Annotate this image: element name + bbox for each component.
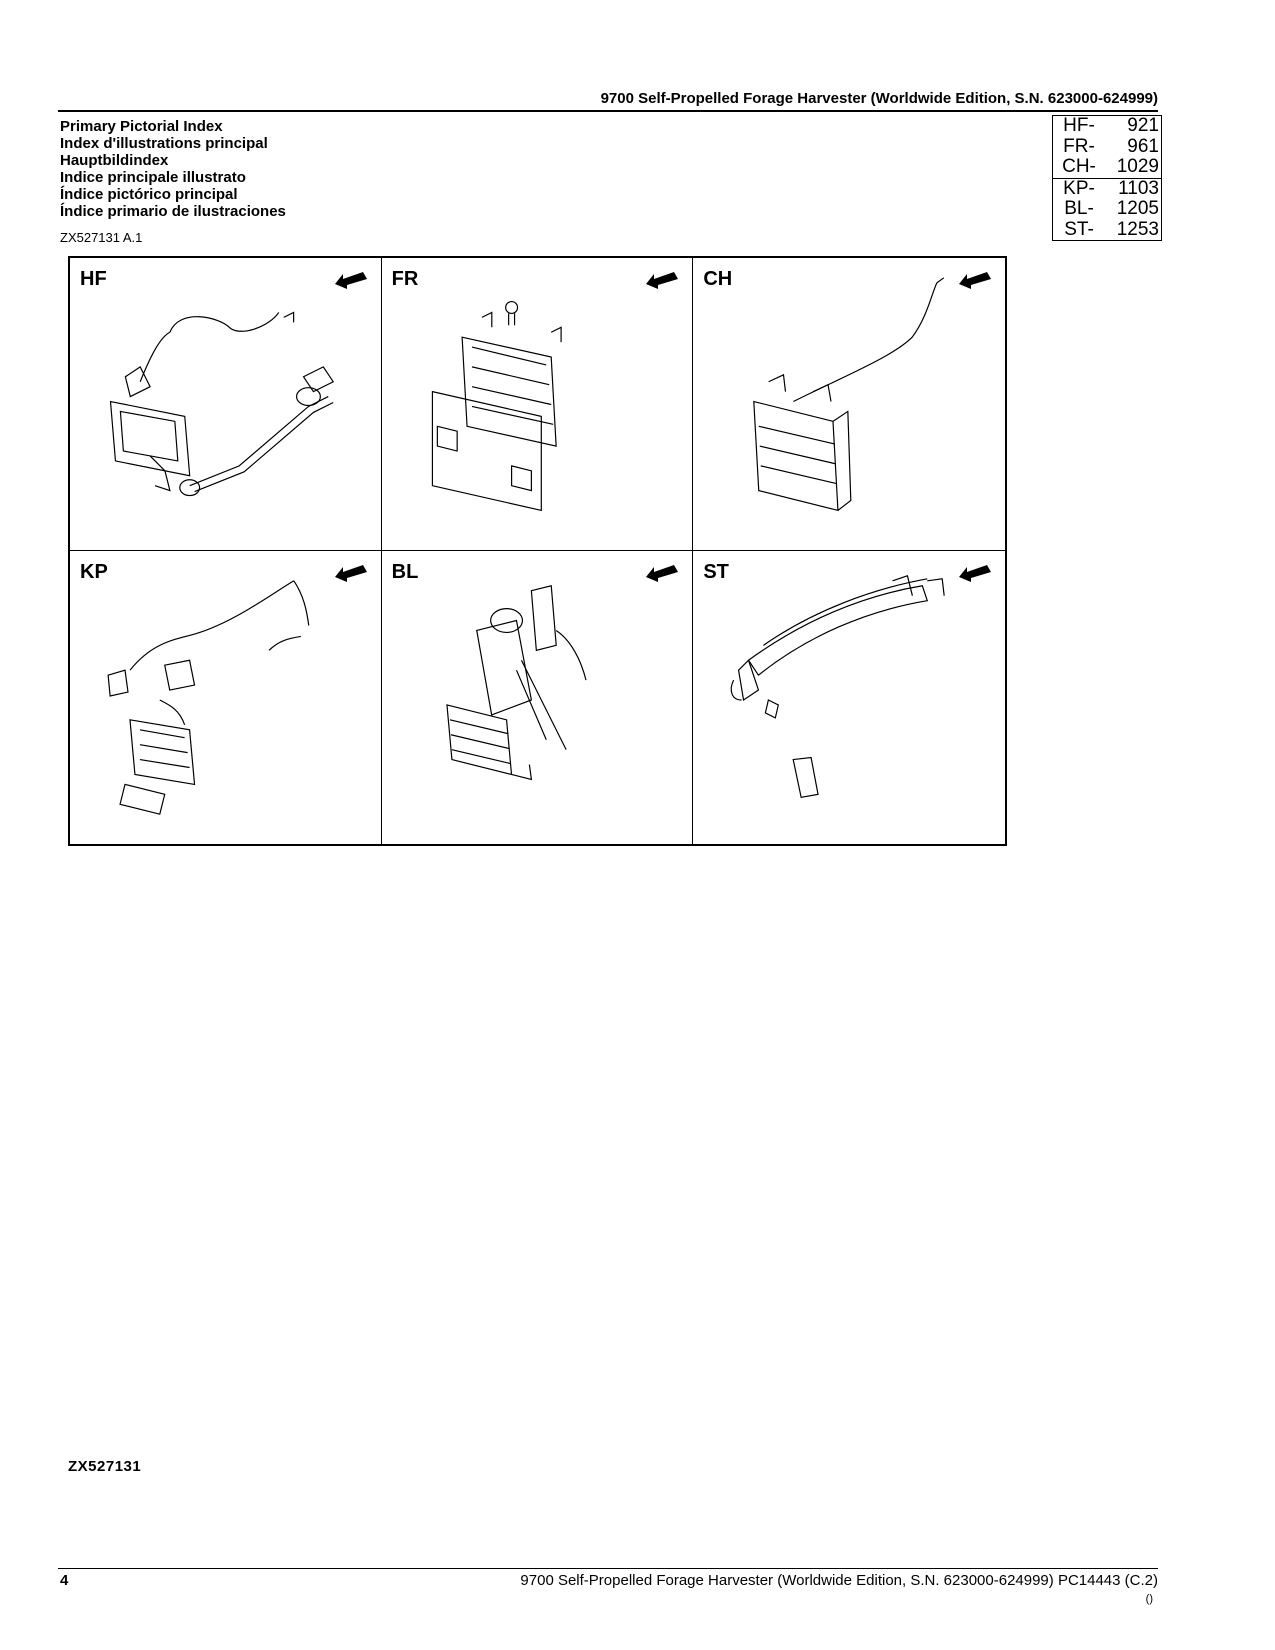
spout-illustration <box>731 575 946 799</box>
index-row-bl[interactable]: BL- 1205 <box>1055 199 1159 220</box>
cell-label: KP <box>80 561 108 583</box>
title-de: Hauptbildindex <box>60 152 169 169</box>
arrow-icon[interactable] <box>957 270 993 290</box>
footer-divider <box>58 1568 1158 1569</box>
index-row-ch[interactable]: CH- 1029 <box>1055 157 1159 178</box>
title-en: Primary Pictorial Index <box>60 118 223 135</box>
index-row-kp[interactable]: KP- 1103 <box>1055 177 1159 200</box>
header-title: 9700 Self-Propelled Forage Harvester (Wo… <box>600 90 1158 107</box>
title-es: Índice primario de ilustraciones <box>60 203 286 220</box>
index-page: 1205 <box>1116 198 1159 219</box>
footer-small-mark: () <box>1145 1593 1153 1605</box>
index-row-st[interactable]: ST- 1253 <box>1055 218 1159 241</box>
arrow-icon[interactable] <box>644 270 680 290</box>
index-cell-kp[interactable]: KP <box>70 551 382 844</box>
index-row-hf[interactable]: HF- 921 <box>1055 116 1159 137</box>
pictorial-index-grid: HF FR <box>68 256 1007 846</box>
section-index-box: HF- 921 FR- 961 CH- 1029 KP- 1103 BL- 1205 ST… <box>1052 115 1162 241</box>
index-page: 921 <box>1127 115 1159 136</box>
index-page: 1103 <box>1118 177 1159 199</box>
arrow-icon[interactable] <box>957 563 993 583</box>
index-code: BL- <box>1064 198 1094 219</box>
arrow-icon[interactable] <box>644 563 680 583</box>
kernel-processor-illustration <box>107 580 310 815</box>
title-pt: Índice pictórico principal <box>60 186 238 203</box>
index-row-fr[interactable]: FR- 961 <box>1055 135 1159 158</box>
index-cell-fr[interactable]: FR <box>381 258 694 551</box>
index-cell-hf[interactable]: HF <box>70 258 382 551</box>
index-code: FR- <box>1063 135 1095 157</box>
figure-reference: ZX527131 A.1 <box>60 230 143 245</box>
index-code: HF- <box>1063 115 1095 136</box>
index-cell-ch[interactable]: CH <box>693 258 1005 551</box>
index-code: KP- <box>1063 177 1095 199</box>
index-code: CH- <box>1062 156 1096 177</box>
title-it: Indice principale illustrato <box>60 169 246 186</box>
cell-label: HF <box>80 268 107 290</box>
feed-roll-illustration <box>431 300 562 512</box>
index-group-1: HF- 921 FR- 961 CH- 1029 <box>1053 116 1161 179</box>
cell-label: BL <box>391 561 419 583</box>
title-fr: Index d'illustrations principal <box>60 135 268 152</box>
cell-label: CH <box>703 268 733 290</box>
footer-text: 9700 Self-Propelled Forage Harvester (Wo… <box>520 1572 1158 1589</box>
blower-illustration <box>445 585 587 781</box>
cutterhead-illustration <box>753 277 945 512</box>
header-frame-illustration <box>109 311 335 497</box>
index-cell-st[interactable]: ST <box>693 551 1005 844</box>
cell-label: FR <box>391 268 419 290</box>
header-divider <box>58 110 1158 112</box>
index-page: 1029 <box>1116 156 1159 177</box>
index-code: ST- <box>1064 218 1094 240</box>
arrow-icon[interactable] <box>333 563 369 583</box>
index-page: 1253 <box>1116 218 1159 240</box>
index-page: 961 <box>1127 135 1159 157</box>
cell-label: ST <box>703 561 729 583</box>
index-cell-bl[interactable]: BL <box>382 551 694 844</box>
index-group-2: KP- 1103 BL- 1205 ST- 1253 <box>1053 177 1161 241</box>
footer-page-number: 4 <box>60 1572 69 1589</box>
arrow-icon[interactable] <box>333 270 369 290</box>
bottom-figure-reference: ZX527131 <box>68 1458 142 1475</box>
index-titles: Primary Pictorial Index Index d'illustra… <box>60 118 286 220</box>
